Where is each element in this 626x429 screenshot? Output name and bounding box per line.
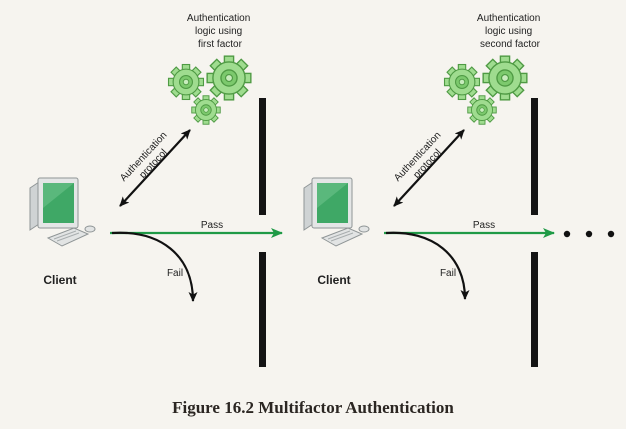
barrier-wall: [259, 252, 266, 367]
fail-label: Fail: [167, 268, 183, 279]
client-label: Client: [43, 273, 76, 287]
authentication-protocol-arrow: [393, 129, 465, 207]
svg-text:Authentication protoco: Authentication protocol: [392, 128, 454, 192]
logic-label-line: Authentication: [187, 13, 250, 24]
fail-arrow: [385, 231, 470, 300]
logic-label-line: logic using: [485, 26, 532, 37]
svg-text:Authentication protoco: Authentication protocol: [118, 128, 180, 192]
client-label: Client: [317, 273, 350, 287]
gear-cluster-icon: [443, 55, 528, 125]
continuation-ellipsis: [563, 230, 615, 238]
svg-text:Authentication logic usi: Authentication logic using second factor: [477, 13, 543, 50]
authentication-protocol-arrow: [119, 129, 191, 207]
figure-caption: Figure 16.2 Multifactor Authentication: [172, 398, 454, 417]
barrier-wall: [259, 98, 266, 215]
logic-label-line: second factor: [480, 39, 541, 50]
client-computer-icon: [303, 177, 370, 247]
client-computer-icon: [29, 177, 96, 247]
barrier-wall: [531, 98, 538, 215]
stage-1: Authentication logic using first factor …: [29, 13, 283, 367]
logic-label-line: logic using: [195, 26, 242, 37]
barrier-wall: [531, 252, 538, 367]
svg-text:Authentication logic usi: Authentication logic using first factor: [187, 13, 253, 50]
pass-label: Pass: [201, 220, 223, 231]
stage-2: Authentication logic using second factor…: [303, 13, 555, 367]
pass-label: Pass: [473, 220, 495, 231]
fail-arrow: [111, 231, 198, 302]
gear-cluster-icon: [167, 55, 252, 125]
fail-label: Fail: [440, 268, 456, 279]
logic-label-line: first factor: [198, 39, 243, 50]
logic-label-line: Authentication: [477, 13, 540, 24]
